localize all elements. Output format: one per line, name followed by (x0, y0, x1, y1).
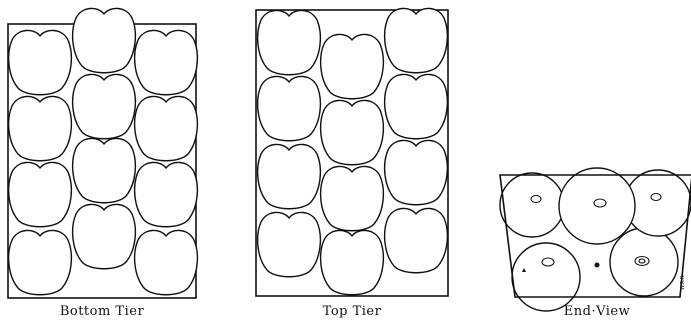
apple (321, 34, 384, 98)
end-view-panel: W.R.R. End·View (500, 168, 691, 319)
apple (258, 76, 321, 140)
apple (73, 138, 136, 202)
end-view-caption: End·View (564, 304, 630, 319)
apple (9, 162, 72, 226)
apple (73, 204, 136, 268)
apple (9, 96, 72, 160)
apple (135, 162, 198, 226)
apple (135, 230, 198, 294)
apple (321, 100, 384, 164)
apple-cross-section (500, 173, 564, 237)
bottom-tier-panel: Bottom Tier (8, 8, 197, 319)
apple (135, 96, 198, 160)
apple (385, 74, 448, 138)
apple (135, 30, 198, 94)
bottom-tier-apples (9, 8, 198, 294)
apple-cross-section (512, 243, 580, 311)
apple (321, 166, 384, 230)
apple (9, 30, 72, 94)
top-tier-caption: Top Tier (323, 304, 382, 319)
artist-signature: W.R.R. (680, 274, 686, 290)
apple (385, 140, 448, 204)
apple (385, 8, 448, 72)
apple (73, 74, 136, 138)
apple (385, 208, 448, 272)
apple (258, 144, 321, 208)
end-view-apples (500, 168, 691, 311)
core-mark (595, 263, 600, 268)
bottom-tier-caption: Bottom Tier (60, 304, 145, 319)
apple (258, 212, 321, 276)
apple (258, 10, 321, 74)
apple (9, 230, 72, 294)
top-tier-panel: Top Tier (256, 8, 448, 319)
apple (321, 230, 384, 294)
top-tier-apples (258, 8, 448, 294)
apple (73, 8, 136, 72)
